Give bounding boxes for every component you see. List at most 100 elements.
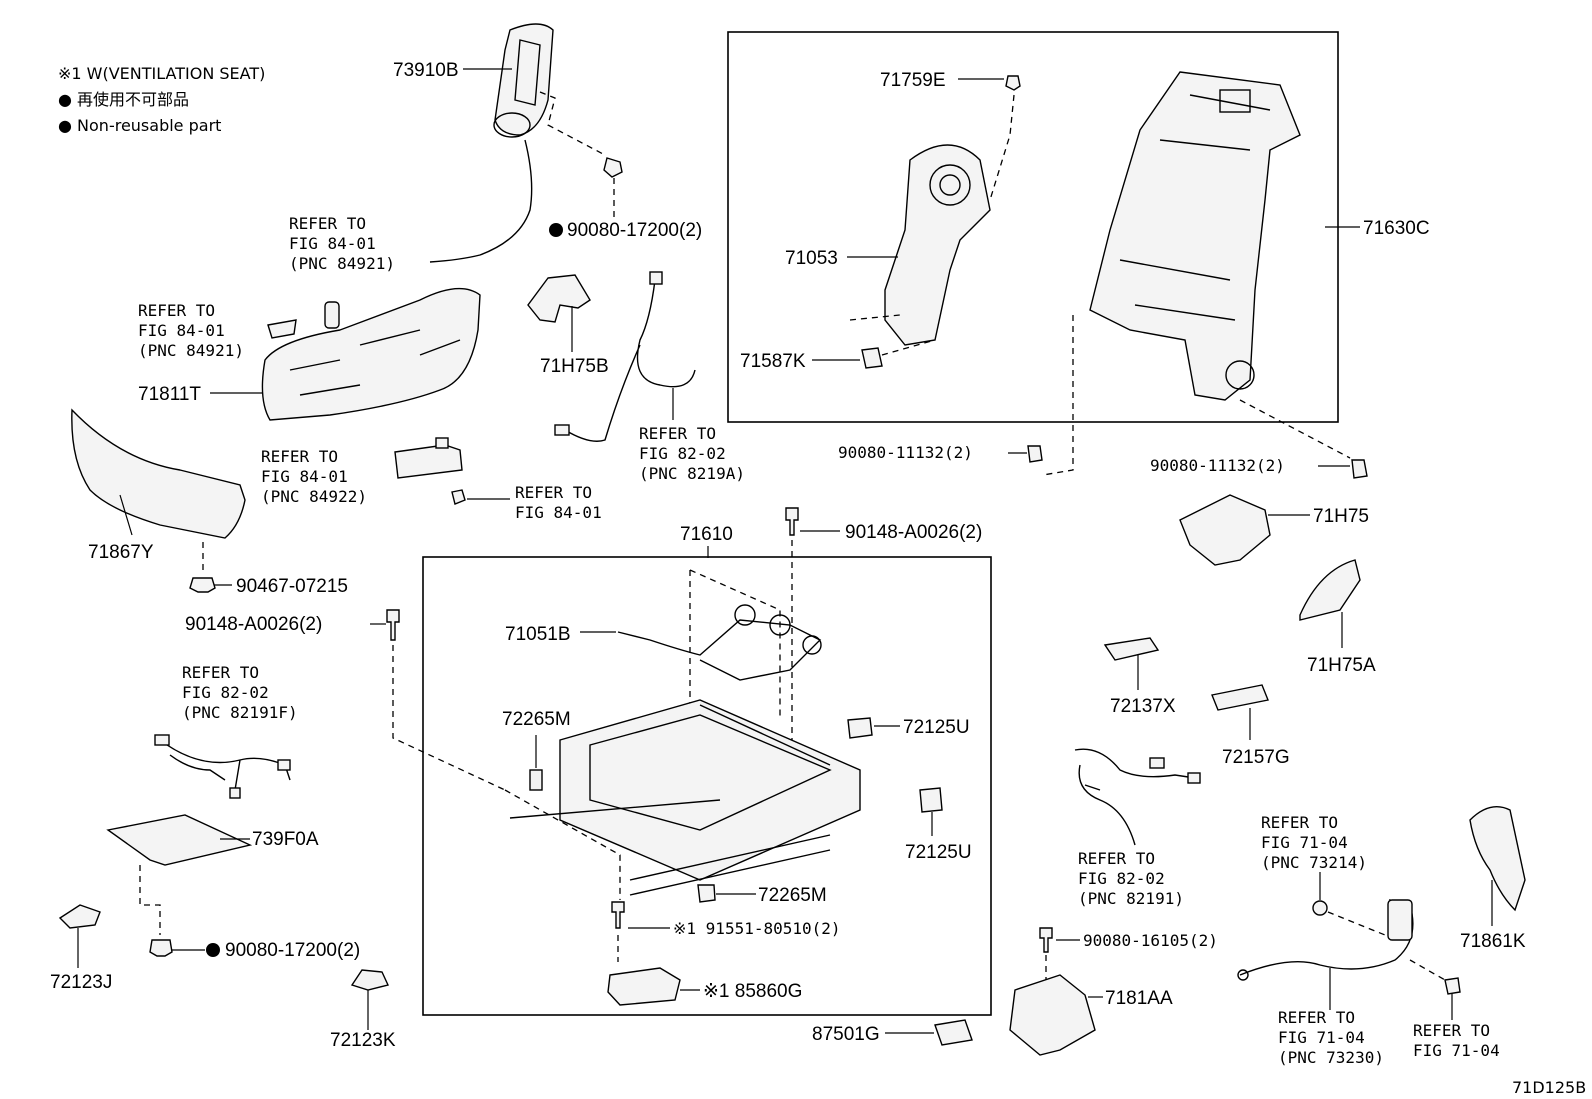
label-90080-11132-a: 90080-11132(2): [838, 443, 973, 462]
seat-adjuster-frame[interactable]: [509, 699, 861, 896]
part-72265M-b[interactable]: [697, 884, 716, 903]
legend-non-reusable-jp: ● 再使用不可部品: [58, 90, 189, 109]
part-72125U-a[interactable]: [847, 717, 873, 739]
ref-r1: REFER TO FIG 84-01 (PNC 84921): [289, 214, 395, 273]
clip-r2[interactable]: [267, 319, 297, 339]
label-71811T: 71811T: [138, 384, 201, 405]
svg-text:FIG 82-02: FIG 82-02: [182, 683, 269, 702]
svg-text:REFER TO: REFER TO: [289, 214, 366, 233]
svg-text:(PNC 82191F): (PNC 82191F): [182, 703, 298, 722]
nut-71759E[interactable]: [1005, 75, 1021, 91]
label-71053: 71053: [785, 248, 838, 269]
label-87501G: 87501G: [812, 1024, 880, 1045]
label-90148-b: 90148-A0026(2): [845, 522, 982, 543]
svg-text:REFER TO: REFER TO: [182, 663, 259, 682]
part-71H75[interactable]: [1179, 494, 1271, 566]
part-72123K[interactable]: [350, 969, 389, 991]
harness-8219A[interactable]: [564, 279, 696, 442]
bolt-91551[interactable]: [611, 901, 625, 929]
part-72265M-a[interactable]: [529, 769, 543, 791]
harness-82191[interactable]: [1074, 748, 1196, 846]
ref-r6: REFER TO FIG 82-02 (PNC 82191F): [182, 663, 298, 722]
part-739F0A[interactable]: [106, 814, 253, 866]
svg-text:(PNC 73230): (PNC 73230): [1278, 1048, 1384, 1067]
svg-text:FIG 82-02: FIG 82-02: [1078, 869, 1165, 888]
harness-82191F[interactable]: [159, 739, 291, 791]
nut-90080-17200-a[interactable]: [603, 157, 623, 178]
svg-text:FIG 84-01: FIG 84-01: [261, 467, 348, 486]
part-71861K[interactable]: [1469, 806, 1526, 912]
label-71H75A: 71H75A: [1307, 655, 1376, 676]
label-7181AA: 7181AA: [1105, 988, 1173, 1009]
ref-r10: REFER TO FIG 71-04: [1413, 1021, 1500, 1060]
bolt-90080-16105[interactable]: [1039, 927, 1053, 953]
seat-track-box: [422, 556, 992, 1016]
part-71867Y[interactable]: [71, 408, 246, 539]
harness-73230[interactable]: [1239, 899, 1414, 976]
part-72123J[interactable]: [58, 904, 101, 929]
svg-text:REFER TO: REFER TO: [1278, 1008, 1355, 1027]
ref-r5: REFER TO FIG 82-02 (PNC 8219A): [639, 424, 745, 483]
legend-ventilation: ※1 W(VENTILATION SEAT): [58, 64, 265, 83]
clip-90080-17200-b[interactable]: [149, 939, 173, 957]
part-87501G[interactable]: [934, 1019, 973, 1046]
part-71811T[interactable]: [261, 287, 481, 421]
bolt-90080-11132-b[interactable]: [1351, 459, 1368, 479]
label-71861K: 71861K: [1460, 931, 1526, 952]
screw-r4[interactable]: [451, 489, 466, 505]
part-71053[interactable]: [884, 144, 991, 346]
ref-r9: REFER TO FIG 71-04 (PNC 73230): [1278, 1008, 1384, 1067]
bolt-90080-11132-a[interactable]: [1027, 445, 1043, 463]
svg-text:(PNC 84921): (PNC 84921): [289, 254, 395, 273]
ref-r7: REFER TO FIG 82-02 (PNC 82191): [1078, 849, 1184, 908]
label-71051B: 71051B: [505, 624, 571, 645]
part-71H75B[interactable]: [527, 274, 591, 323]
label-71610: 71610: [680, 524, 733, 545]
label-71H75B: 71H75B: [540, 356, 609, 377]
label-90080-17200-b: 90080-17200(2): [225, 940, 360, 961]
bolt-90148-b[interactable]: [785, 507, 799, 536]
label-71867Y: 71867Y: [88, 542, 154, 563]
label-71H75: 71H75: [1313, 506, 1369, 527]
legend-non-reusable-en: ● Non-reusable part: [58, 116, 221, 135]
label-72137X: 72137X: [1110, 696, 1176, 717]
part-72125U-b[interactable]: [919, 787, 943, 813]
svg-text:(PNC 84922): (PNC 84922): [261, 487, 367, 506]
part-72137X[interactable]: [1103, 637, 1160, 661]
svg-text:FIG 71-04: FIG 71-04: [1413, 1041, 1500, 1060]
grommet-73214[interactable]: [1312, 900, 1328, 916]
diagram-code: 71D125B: [1512, 1078, 1586, 1097]
clip-r1[interactable]: [324, 301, 340, 329]
part-71051B[interactable]: [617, 604, 822, 681]
svg-text:REFER TO: REFER TO: [1261, 813, 1338, 832]
label-72123K: 72123K: [330, 1030, 396, 1051]
label-90148-a: 90148-A0026(2): [185, 614, 322, 635]
label-91551: ※1 91551-80510(2): [673, 919, 841, 938]
part-73910B[interactable]: [429, 23, 554, 263]
label-72125U-a: 72125U: [903, 717, 970, 738]
label-73910B: 73910B: [393, 60, 459, 81]
svg-text:REFER TO: REFER TO: [1078, 849, 1155, 868]
label-71630C: 71630C: [1363, 218, 1430, 239]
switch-84922[interactable]: [394, 444, 463, 479]
clip-90467[interactable]: [189, 577, 216, 593]
label-739F0A: 739F0A: [252, 829, 319, 850]
part-7181AA[interactable]: [1009, 974, 1096, 1056]
label-85860G: ※1 85860G: [703, 981, 802, 1002]
part-71630C[interactable]: [1089, 71, 1301, 401]
bolt-90148-a[interactable]: [386, 609, 400, 641]
part-71587K[interactable]: [861, 347, 883, 369]
label-72125U-b: 72125U: [905, 842, 972, 863]
ref-r4: REFER TO FIG 84-01: [515, 483, 602, 522]
part-71H75A[interactable]: [1299, 559, 1361, 621]
part-72157G[interactable]: [1211, 684, 1269, 711]
svg-text:REFER TO: REFER TO: [515, 483, 592, 502]
svg-text:FIG 84-01: FIG 84-01: [289, 234, 376, 253]
svg-text:FIG 84-01: FIG 84-01: [138, 321, 225, 340]
part-85860G[interactable]: [607, 967, 681, 1006]
nut-r10[interactable]: [1444, 977, 1461, 995]
svg-text:REFER TO: REFER TO: [1413, 1021, 1490, 1040]
svg-text:FIG 71-04: FIG 71-04: [1278, 1028, 1365, 1047]
label-90080-17200-a: 90080-17200(2): [567, 220, 702, 241]
